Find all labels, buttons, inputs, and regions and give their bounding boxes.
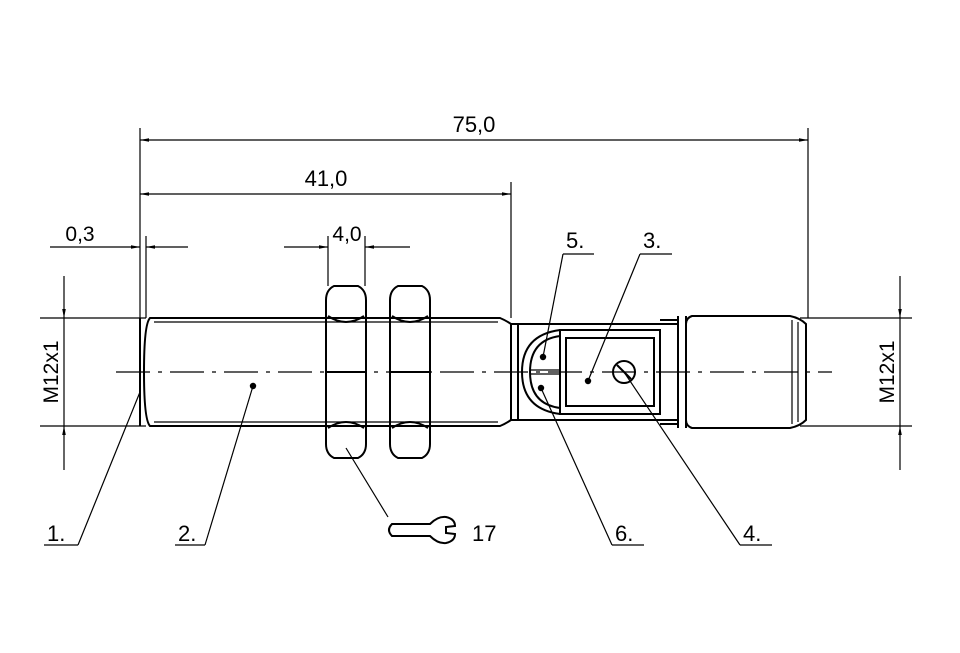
callout-6: 6.: [540, 387, 644, 546]
dim-tip-offset-label: 0,3: [65, 223, 94, 246]
callout-1: 1.: [44, 391, 141, 546]
callout-5: 5.: [542, 228, 594, 358]
callout-2: 2.: [175, 385, 254, 546]
callout-3: 3.: [587, 228, 672, 382]
dim-nut-width: 4,0: [284, 223, 410, 286]
dim-thread-right-label: M12x1: [876, 340, 899, 403]
nut-rear: [389, 285, 431, 459]
callout-4: 4.: [623, 371, 772, 546]
dim-thread-right: M12x1: [800, 276, 912, 470]
sensor-body: [139, 285, 807, 459]
callout-4-label: 4.: [743, 521, 761, 546]
connector: [685, 315, 807, 429]
dim-tip-offset: 0,3: [50, 223, 188, 318]
wrench-icon: [388, 515, 457, 545]
dim-overall: 75,0: [139, 112, 809, 318]
dim-thread-length: 41,0: [140, 166, 512, 318]
callout-2-label: 2.: [178, 521, 196, 546]
dim-thread-left: M12x1: [40, 276, 146, 470]
led-window: [520, 329, 561, 415]
nut-front: [325, 285, 367, 459]
callout-1-label: 1.: [47, 521, 65, 546]
callout-6-label: 6.: [615, 521, 633, 546]
dim-nut-width-label: 4,0: [332, 223, 361, 246]
callout-5-label: 5.: [566, 228, 584, 253]
potentiometer-screw: [612, 360, 636, 384]
dim-thread-length-label: 41,0: [305, 166, 348, 191]
threaded-housing: [142, 317, 512, 427]
dim-overall-label: 75,0: [453, 112, 496, 137]
callout-3-label: 3.: [643, 228, 661, 253]
dim-thread-left-label: M12x1: [40, 340, 63, 403]
wrench-size-label: 17: [472, 521, 496, 546]
wrench-callout: 17: [345, 447, 496, 546]
